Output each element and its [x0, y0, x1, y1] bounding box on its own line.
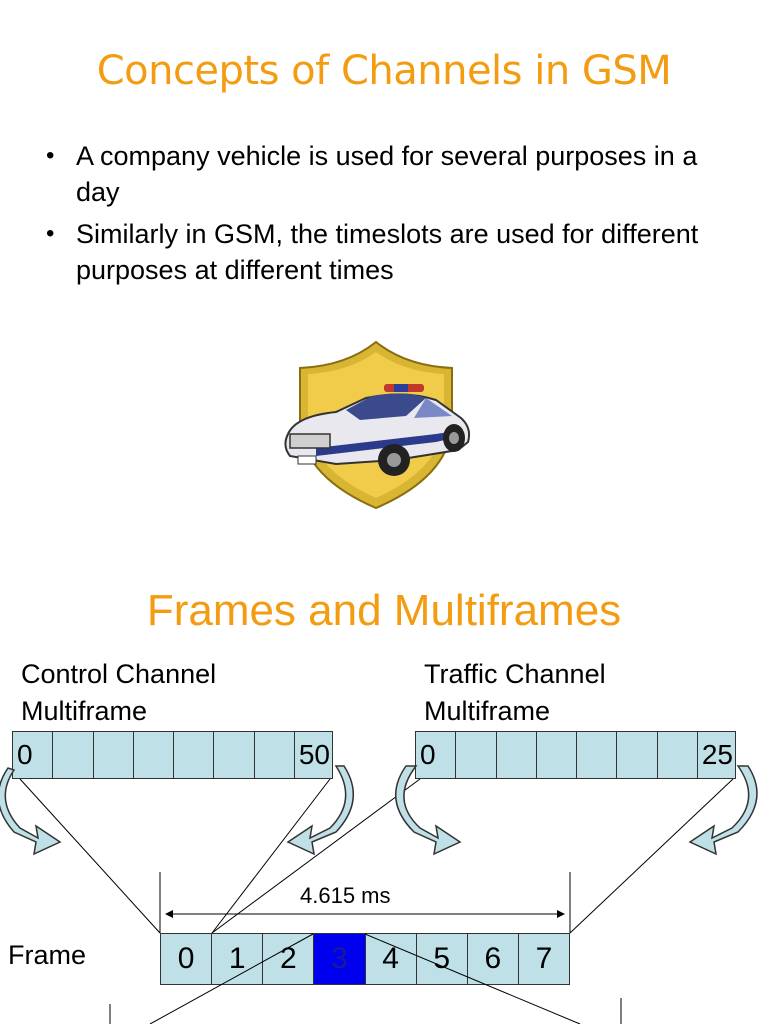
multiframe-cell: 25: [698, 732, 735, 778]
timeslot: 0: [161, 934, 212, 984]
multiframe-cell: [255, 732, 295, 778]
police-car-shield-icon: [276, 338, 476, 513]
bullet-item: • A company vehicle is used for several …: [46, 138, 746, 210]
timeslot: 5: [417, 934, 468, 984]
multiframe-cell: [497, 732, 537, 778]
repeat-arrow-icon: [0, 766, 757, 854]
bullet-text: Similarly in GSM, the timeslots are used…: [76, 219, 698, 285]
traffic-multiframe: 0 25: [415, 731, 736, 779]
multiframe-cell: [134, 732, 174, 778]
multiframe-cell: [537, 732, 577, 778]
multiframe-cell: 50: [295, 732, 332, 778]
tdma-frame: 0 1 2 3 4 5 6 7: [160, 933, 570, 985]
multiframe-cell: [456, 732, 496, 778]
bullet-marker: •: [46, 216, 54, 252]
slide-title: Frames and Multiframes: [0, 586, 768, 636]
bullet-marker: •: [46, 138, 54, 174]
control-multiframe: 0 50: [12, 731, 333, 779]
timeslot: 7: [519, 934, 569, 984]
multiframe-cell: 0: [416, 732, 456, 778]
frame-label: Frame: [8, 940, 86, 971]
timeslot: 2: [263, 934, 314, 984]
multiframe-cell: [94, 732, 134, 778]
multiframe-cell: [658, 732, 698, 778]
traffic-channel-label: Traffic Channel Multiframe: [424, 656, 684, 730]
bullet-text: A company vehicle is used for several pu…: [76, 141, 697, 207]
multiframe-cell: [174, 732, 214, 778]
slide-title: Concepts of Channels in GSM: [0, 48, 768, 94]
multiframe-cell: [617, 732, 657, 778]
timeslot: 6: [468, 934, 519, 984]
control-channel-label: Control Channel Multiframe: [21, 656, 281, 730]
multiframe-cell: [214, 732, 254, 778]
duration-label: 4.615 ms: [300, 883, 391, 909]
timeslot: 1: [212, 934, 263, 984]
bullet-item: • Similarly in GSM, the timeslots are us…: [46, 216, 746, 288]
multiframe-cell: 0: [13, 732, 53, 778]
timeslot: 4: [366, 934, 417, 984]
multiframe-cell: [577, 732, 617, 778]
bullet-list: • A company vehicle is used for several …: [46, 138, 746, 294]
timeslot-active: 3: [314, 934, 365, 984]
multiframe-cell: [53, 732, 93, 778]
